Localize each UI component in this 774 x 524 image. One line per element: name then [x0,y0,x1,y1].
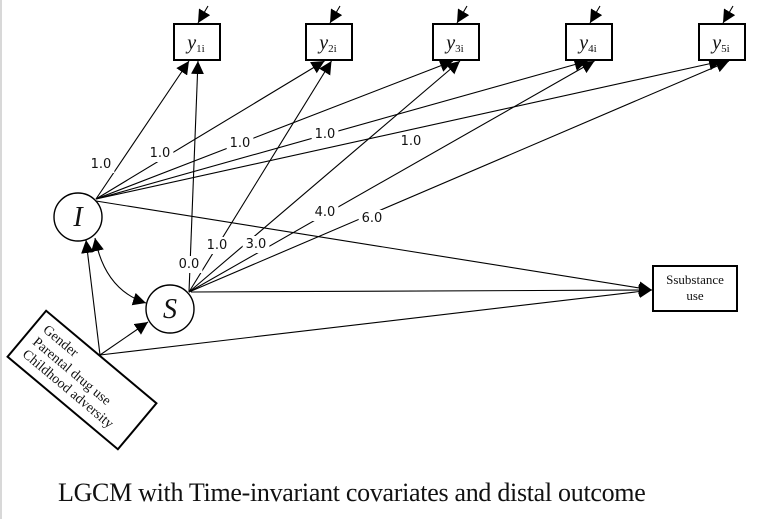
observed-label-base: y [317,32,328,54]
slope-loading-label-3-bg [242,236,270,253]
intercept-loading-label-2-bg [146,145,174,162]
intercept-loading-label-4: 1.0 [315,127,336,142]
intercept-loading-label-1-bg [87,156,115,173]
slope-label: S [163,294,177,325]
observed-label-base: y [185,32,196,54]
observed-label-subscript: 3i [455,43,464,55]
distal-outcome-box [652,265,738,312]
observed-box-y4 [565,23,613,61]
intercept-slope-covariance-path [91,237,147,306]
intercept-loading-label-2: 1.0 [150,146,171,161]
observed-label-subscript: 4i [588,43,597,55]
slope-loading-path-4 [188,60,595,293]
observed-label-subscript: 2i [328,43,337,55]
distal-outcome-label-line-2: use [686,288,704,303]
intercept-loading-label-5: 1.0 [401,134,422,149]
left-border [0,0,2,519]
slope-loading-label-3: 3.0 [246,237,267,252]
distal-outcome-label-line-1: Ssubstance [666,272,724,287]
error-arrow-y1 [197,5,211,24]
observed-box-y2 [305,23,353,61]
covariates-to-intercept-path [81,239,101,356]
observed-box-y1 [173,23,221,61]
error-arrow-y4 [589,5,603,24]
edges-layer [81,5,736,356]
slope-latent-node: S [145,284,195,334]
covariates-to-slope-path [99,321,149,356]
observed-node-y1: y1i [173,23,221,61]
slope-loading-path-3 [188,60,461,293]
slope-circle [145,284,195,334]
slope-loading-label-4-bg [311,204,339,221]
intercept-loading-path-5 [95,57,723,200]
intercept-latent-node: I [53,192,103,242]
intercept-label: I [72,202,84,233]
slope-loading-label-1-bg [175,256,203,273]
labels-layer: 1.0 1.0 1.0 1.0 1.0 0.0 1.0 3.0 4.0 6.0 [87,126,425,273]
observed-label-subscript: 5i [721,43,730,55]
observed-label-y3: y3i [444,32,463,55]
observed-box-y5 [698,23,746,61]
slope-loading-label-1: 0.0 [179,257,200,272]
intercept-loading-path-4 [95,58,588,200]
observed-box-y3 [432,23,480,61]
observed-label-base: y [444,32,455,54]
observed-label-base: y [577,32,588,54]
observed-node-y5: y5i [698,23,746,61]
error-arrow-y3 [456,5,470,24]
slope-loading-label-2-bg [203,237,231,254]
intercept-loading-label-4-bg [311,126,339,143]
slope-loading-path-2 [188,60,332,293]
intercept-loading-path-2 [95,60,325,200]
observed-node-y4: y4i [565,23,613,61]
slope-loading-label-2: 1.0 [207,238,228,253]
observed-label-subscript: 1i [196,43,205,55]
slope-loading-path-1 [188,60,204,293]
intercept-to-outcome-path [95,200,653,295]
slope-loading-label-4: 4.0 [315,205,336,220]
slope-loading-label-5-bg [358,210,386,227]
intercept-circle [53,192,103,242]
observed-label-base: y [710,32,721,54]
observed-label-y4: y4i [577,32,596,55]
intercept-loading-label-5-bg [397,133,425,150]
figure-caption: LGCM with Time-invariant covariates and … [58,478,646,507]
observed-node-y3: y3i [432,23,480,61]
intercept-loading-label-3-bg [226,135,254,152]
intercept-loading-label-3: 1.0 [230,136,251,151]
slope-to-outcome-path [190,283,653,297]
intercept-loading-path-1 [95,60,190,200]
observed-node-y2: y2i [305,23,353,61]
slope-loading-path-5 [188,60,730,293]
error-arrow-y5 [722,5,736,24]
covariates-to-outcome-path [99,285,653,356]
intercept-loading-path-3 [95,59,454,200]
slope-loading-label-5: 6.0 [362,211,383,226]
error-arrow-y2 [329,5,343,24]
observed-label-y2: y2i [317,32,336,55]
intercept-loading-label-1: 1.0 [91,157,112,172]
covariates-box [6,309,158,451]
observed-label-y1: y1i [185,32,204,55]
observed-label-y5: y5i [710,32,729,55]
